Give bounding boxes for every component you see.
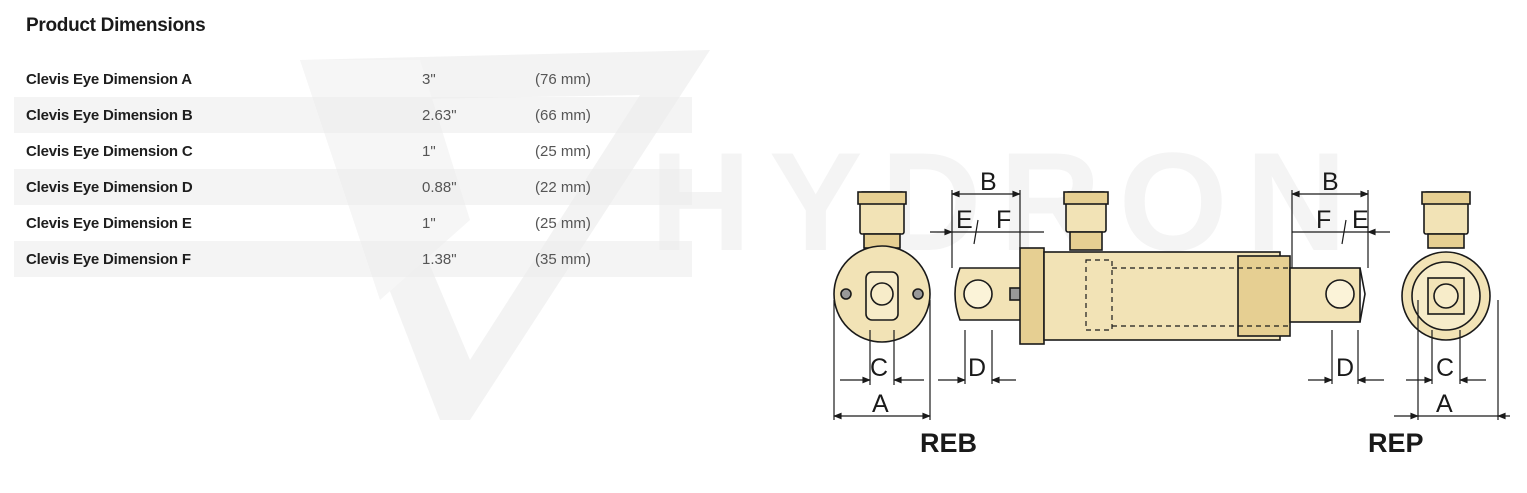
table-row: Clevis Eye Dimension E 1" (25 mm): [14, 205, 692, 241]
dimension-name: Clevis Eye Dimension B: [26, 106, 193, 124]
dimension-name: Clevis Eye Dimension A: [26, 70, 192, 88]
dim-label-c-right: C: [1436, 354, 1454, 382]
dim-label-f-left: F: [996, 206, 1011, 234]
dim-label-e-right: E: [1352, 206, 1369, 234]
dimension-inches: 1": [422, 214, 436, 232]
dimension-inches: 1.38": [422, 250, 457, 268]
rep-dimension-lines: [1394, 300, 1510, 420]
table-row: Clevis Eye Dimension B 2.63" (66 mm): [14, 97, 692, 133]
dimension-mm: (25 mm): [535, 142, 591, 160]
reb-end-view: [833, 191, 931, 343]
table-row: Clevis Eye Dimension A 3" (76 mm): [14, 61, 692, 97]
table-row: Clevis Eye Dimension C 1" (25 mm): [14, 133, 692, 169]
dimension-mm: (25 mm): [535, 214, 591, 232]
dimension-inches: 1": [422, 142, 436, 160]
dimension-name: Clevis Eye Dimension E: [26, 214, 192, 232]
dim-label-c-left: C: [870, 354, 888, 382]
dimension-inches: 2.63": [422, 106, 457, 124]
dimension-inches: 3": [422, 70, 436, 88]
table-row: Clevis Eye Dimension F 1.38" (35 mm): [14, 241, 692, 277]
left-rod-dimension-lines: [930, 190, 1044, 384]
dimension-inches: 0.88": [422, 178, 457, 196]
dimension-name: Clevis Eye Dimension C: [26, 142, 193, 160]
section-title: Product Dimensions: [26, 15, 206, 36]
right-rod-dimension-lines: [1291, 190, 1390, 384]
dim-label-a-right: A: [1436, 390, 1453, 418]
dim-label-e-left: E: [956, 206, 973, 234]
table-row: Clevis Eye Dimension D 0.88" (22 mm): [14, 169, 692, 205]
dimension-name: Clevis Eye Dimension D: [26, 178, 193, 196]
dim-label-d-left: D: [968, 354, 986, 382]
model-label-reb: REB: [920, 428, 977, 458]
dim-label-f-right: F: [1316, 206, 1331, 234]
rep-end-view: [1401, 191, 1491, 341]
dimension-mm: (66 mm): [535, 106, 591, 124]
dimension-mm: (35 mm): [535, 250, 591, 268]
dim-label-d-right: D: [1336, 354, 1354, 382]
cylinder-dimension-diagram: C A REB B E F D: [833, 168, 1510, 458]
cylinder-side-view: [954, 191, 1366, 345]
dimension-mm: (76 mm): [535, 70, 591, 88]
dimension-name: Clevis Eye Dimension F: [26, 250, 191, 268]
dimension-mm: (22 mm): [535, 178, 591, 196]
model-label-rep: REP: [1368, 428, 1424, 458]
dimensions-table: Clevis Eye Dimension A 3" (76 mm) Clevis…: [14, 61, 692, 277]
dim-label-b-left: B: [980, 168, 997, 196]
dim-label-b-right: B: [1322, 168, 1339, 196]
reb-dimension-lines: [833, 300, 931, 420]
dim-label-a-left: A: [872, 390, 889, 418]
cylinder-hidden-lines: [1085, 259, 1290, 331]
